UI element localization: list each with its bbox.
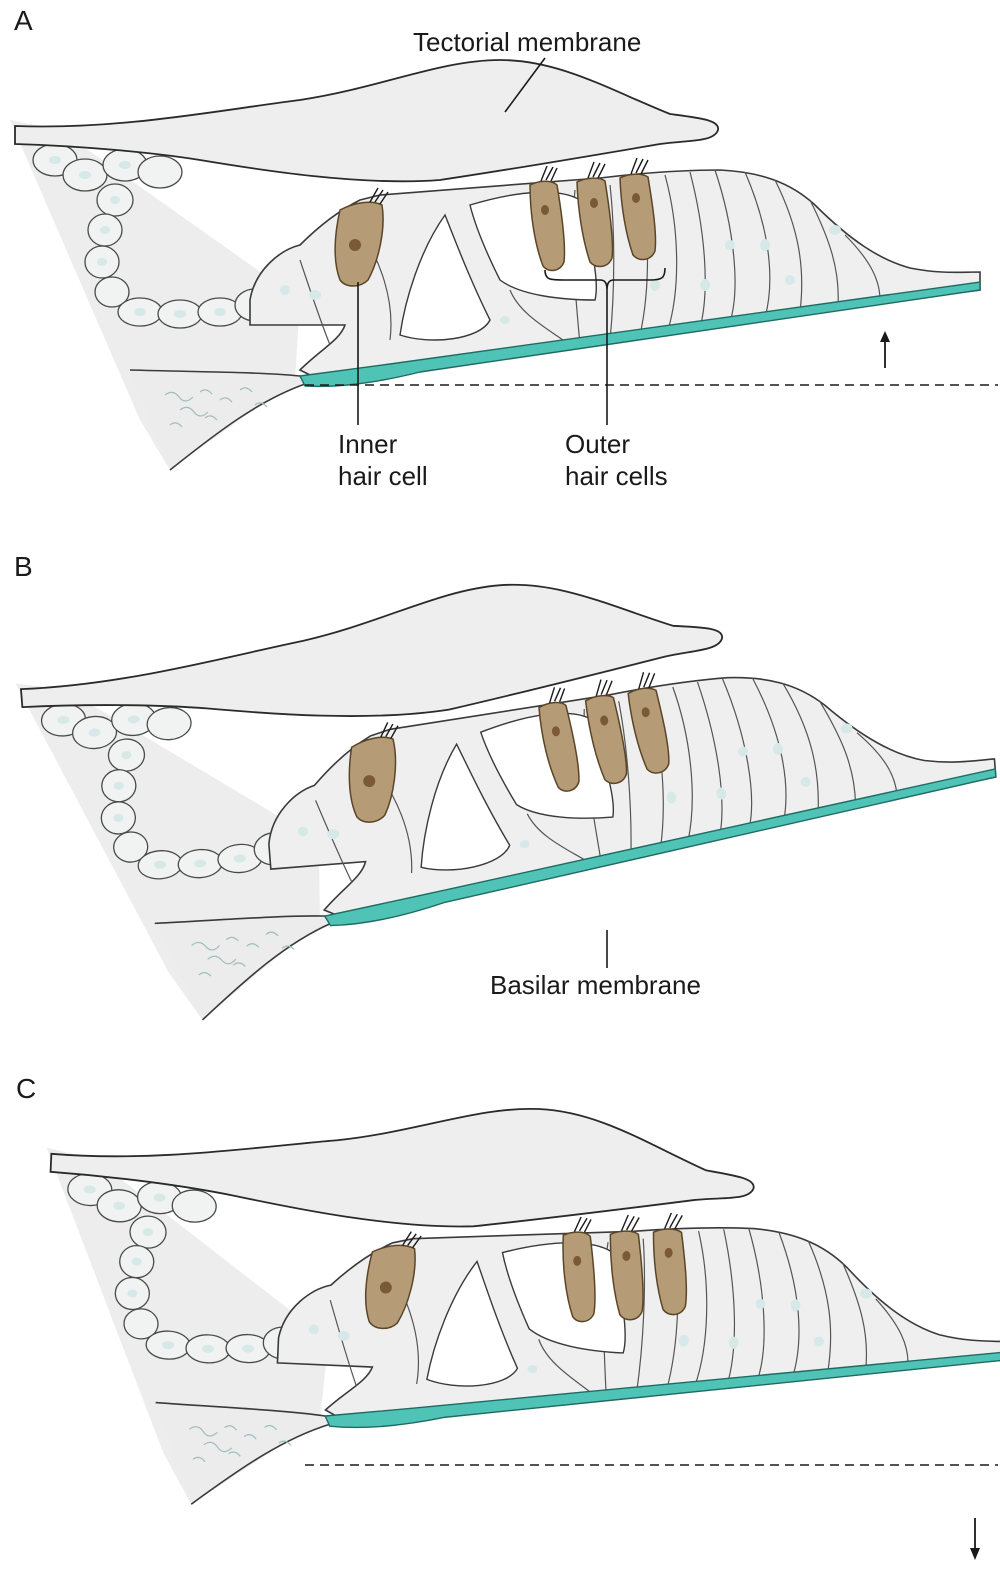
outer-hair-cells-label-line1: Outer [565, 429, 630, 459]
panel-letter-c: C [16, 1073, 36, 1104]
inner-hair-cell-label-line1: Inner [338, 429, 398, 459]
panel-letter-a: A [14, 5, 33, 36]
up-arrow-icon [880, 331, 890, 368]
panel-letter-b: B [14, 551, 33, 582]
panel-b: B Basilar membrane [9, 546, 1000, 1034]
down-arrow-icon [970, 1518, 980, 1560]
inner-hair-cell-label-line2: hair cell [338, 461, 428, 491]
basilar-membrane-label: Basilar membrane [490, 970, 701, 1000]
panel-c: C [16, 1073, 1000, 1560]
outer-hair-cells-label-line2: hair cells [565, 461, 668, 491]
tectorial-membrane-label: Tectorial membrane [413, 27, 641, 57]
panel-a: A Tectorial membrane Inner hair cell Out… [9, 5, 998, 491]
tectorial-leader [504, 57, 546, 113]
